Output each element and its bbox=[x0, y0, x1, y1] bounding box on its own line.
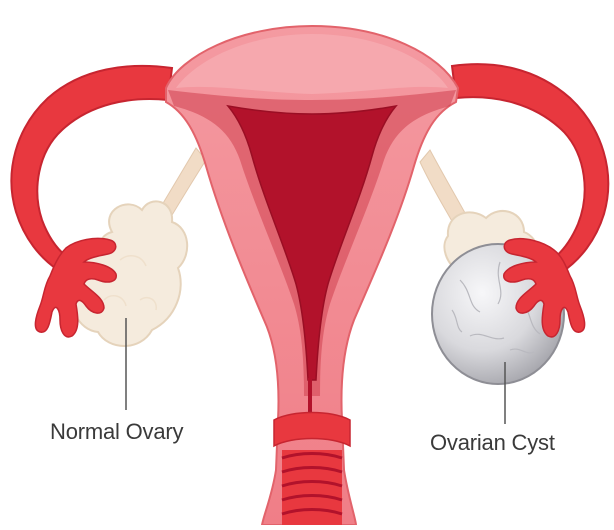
vaginal-canal bbox=[282, 450, 342, 525]
normal-ovary-label: Normal Ovary bbox=[50, 419, 183, 445]
uterus-fundus bbox=[176, 34, 448, 94]
ovarian-cyst-label: Ovarian Cyst bbox=[430, 430, 555, 456]
